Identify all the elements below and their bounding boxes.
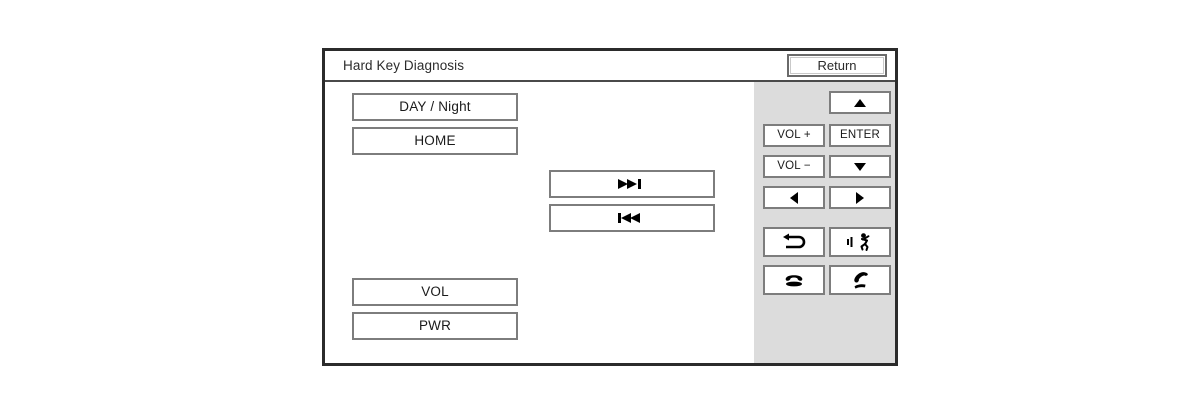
page-title: Hard Key Diagnosis xyxy=(343,58,465,73)
key-day-night[interactable]: DAY / Night xyxy=(352,93,518,121)
return-button[interactable]: Return xyxy=(787,54,887,77)
key-volume-down[interactable]: VOL − xyxy=(763,155,825,178)
key-pwr[interactable]: PWR xyxy=(352,312,518,340)
phone-call-icon xyxy=(845,271,875,289)
key-arrow-right[interactable] xyxy=(829,186,891,209)
phone-hangup-icon xyxy=(779,272,809,288)
hard-key-diagnosis-screen: Hard Key Diagnosis Return DAY / Night HO… xyxy=(322,48,898,366)
arrow-down-icon xyxy=(852,162,868,172)
key-arrow-left[interactable] xyxy=(763,186,825,209)
key-arrow-up[interactable] xyxy=(829,91,891,114)
key-volume-down-label: VOL − xyxy=(777,159,811,172)
arrow-left-icon xyxy=(789,190,799,206)
key-volume-up-label: VOL + xyxy=(777,128,811,141)
arrow-up-icon xyxy=(852,98,868,108)
arrow-right-icon xyxy=(855,190,865,206)
key-enter[interactable]: ENTER xyxy=(829,124,891,147)
key-pwr-label: PWR xyxy=(418,318,452,334)
key-arrow-down[interactable] xyxy=(829,155,891,178)
key-back[interactable] xyxy=(763,227,825,257)
previous-track-icon xyxy=(617,212,647,224)
key-previous-track[interactable] xyxy=(549,204,715,232)
next-track-icon xyxy=(617,178,647,190)
voice-recognition-icon xyxy=(846,232,874,252)
key-home-label: HOME xyxy=(414,133,456,149)
key-next-track[interactable] xyxy=(549,170,715,198)
diagnosis-body: DAY / Night HOME VOL PWR xyxy=(325,82,895,363)
key-volume-up[interactable]: VOL + xyxy=(763,124,825,147)
key-day-night-label: DAY / Night xyxy=(399,99,471,115)
key-home[interactable]: HOME xyxy=(352,127,518,155)
key-vol[interactable]: VOL xyxy=(352,278,518,306)
key-call[interactable] xyxy=(829,265,891,295)
return-button-label: Return xyxy=(790,57,884,74)
key-vol-label: VOL xyxy=(421,284,449,300)
back-arrow-icon xyxy=(779,233,809,251)
key-voice-recognition[interactable] xyxy=(829,227,891,257)
key-end-call[interactable] xyxy=(763,265,825,295)
title-bar: Hard Key Diagnosis Return xyxy=(325,51,895,82)
key-enter-label: ENTER xyxy=(840,128,880,141)
